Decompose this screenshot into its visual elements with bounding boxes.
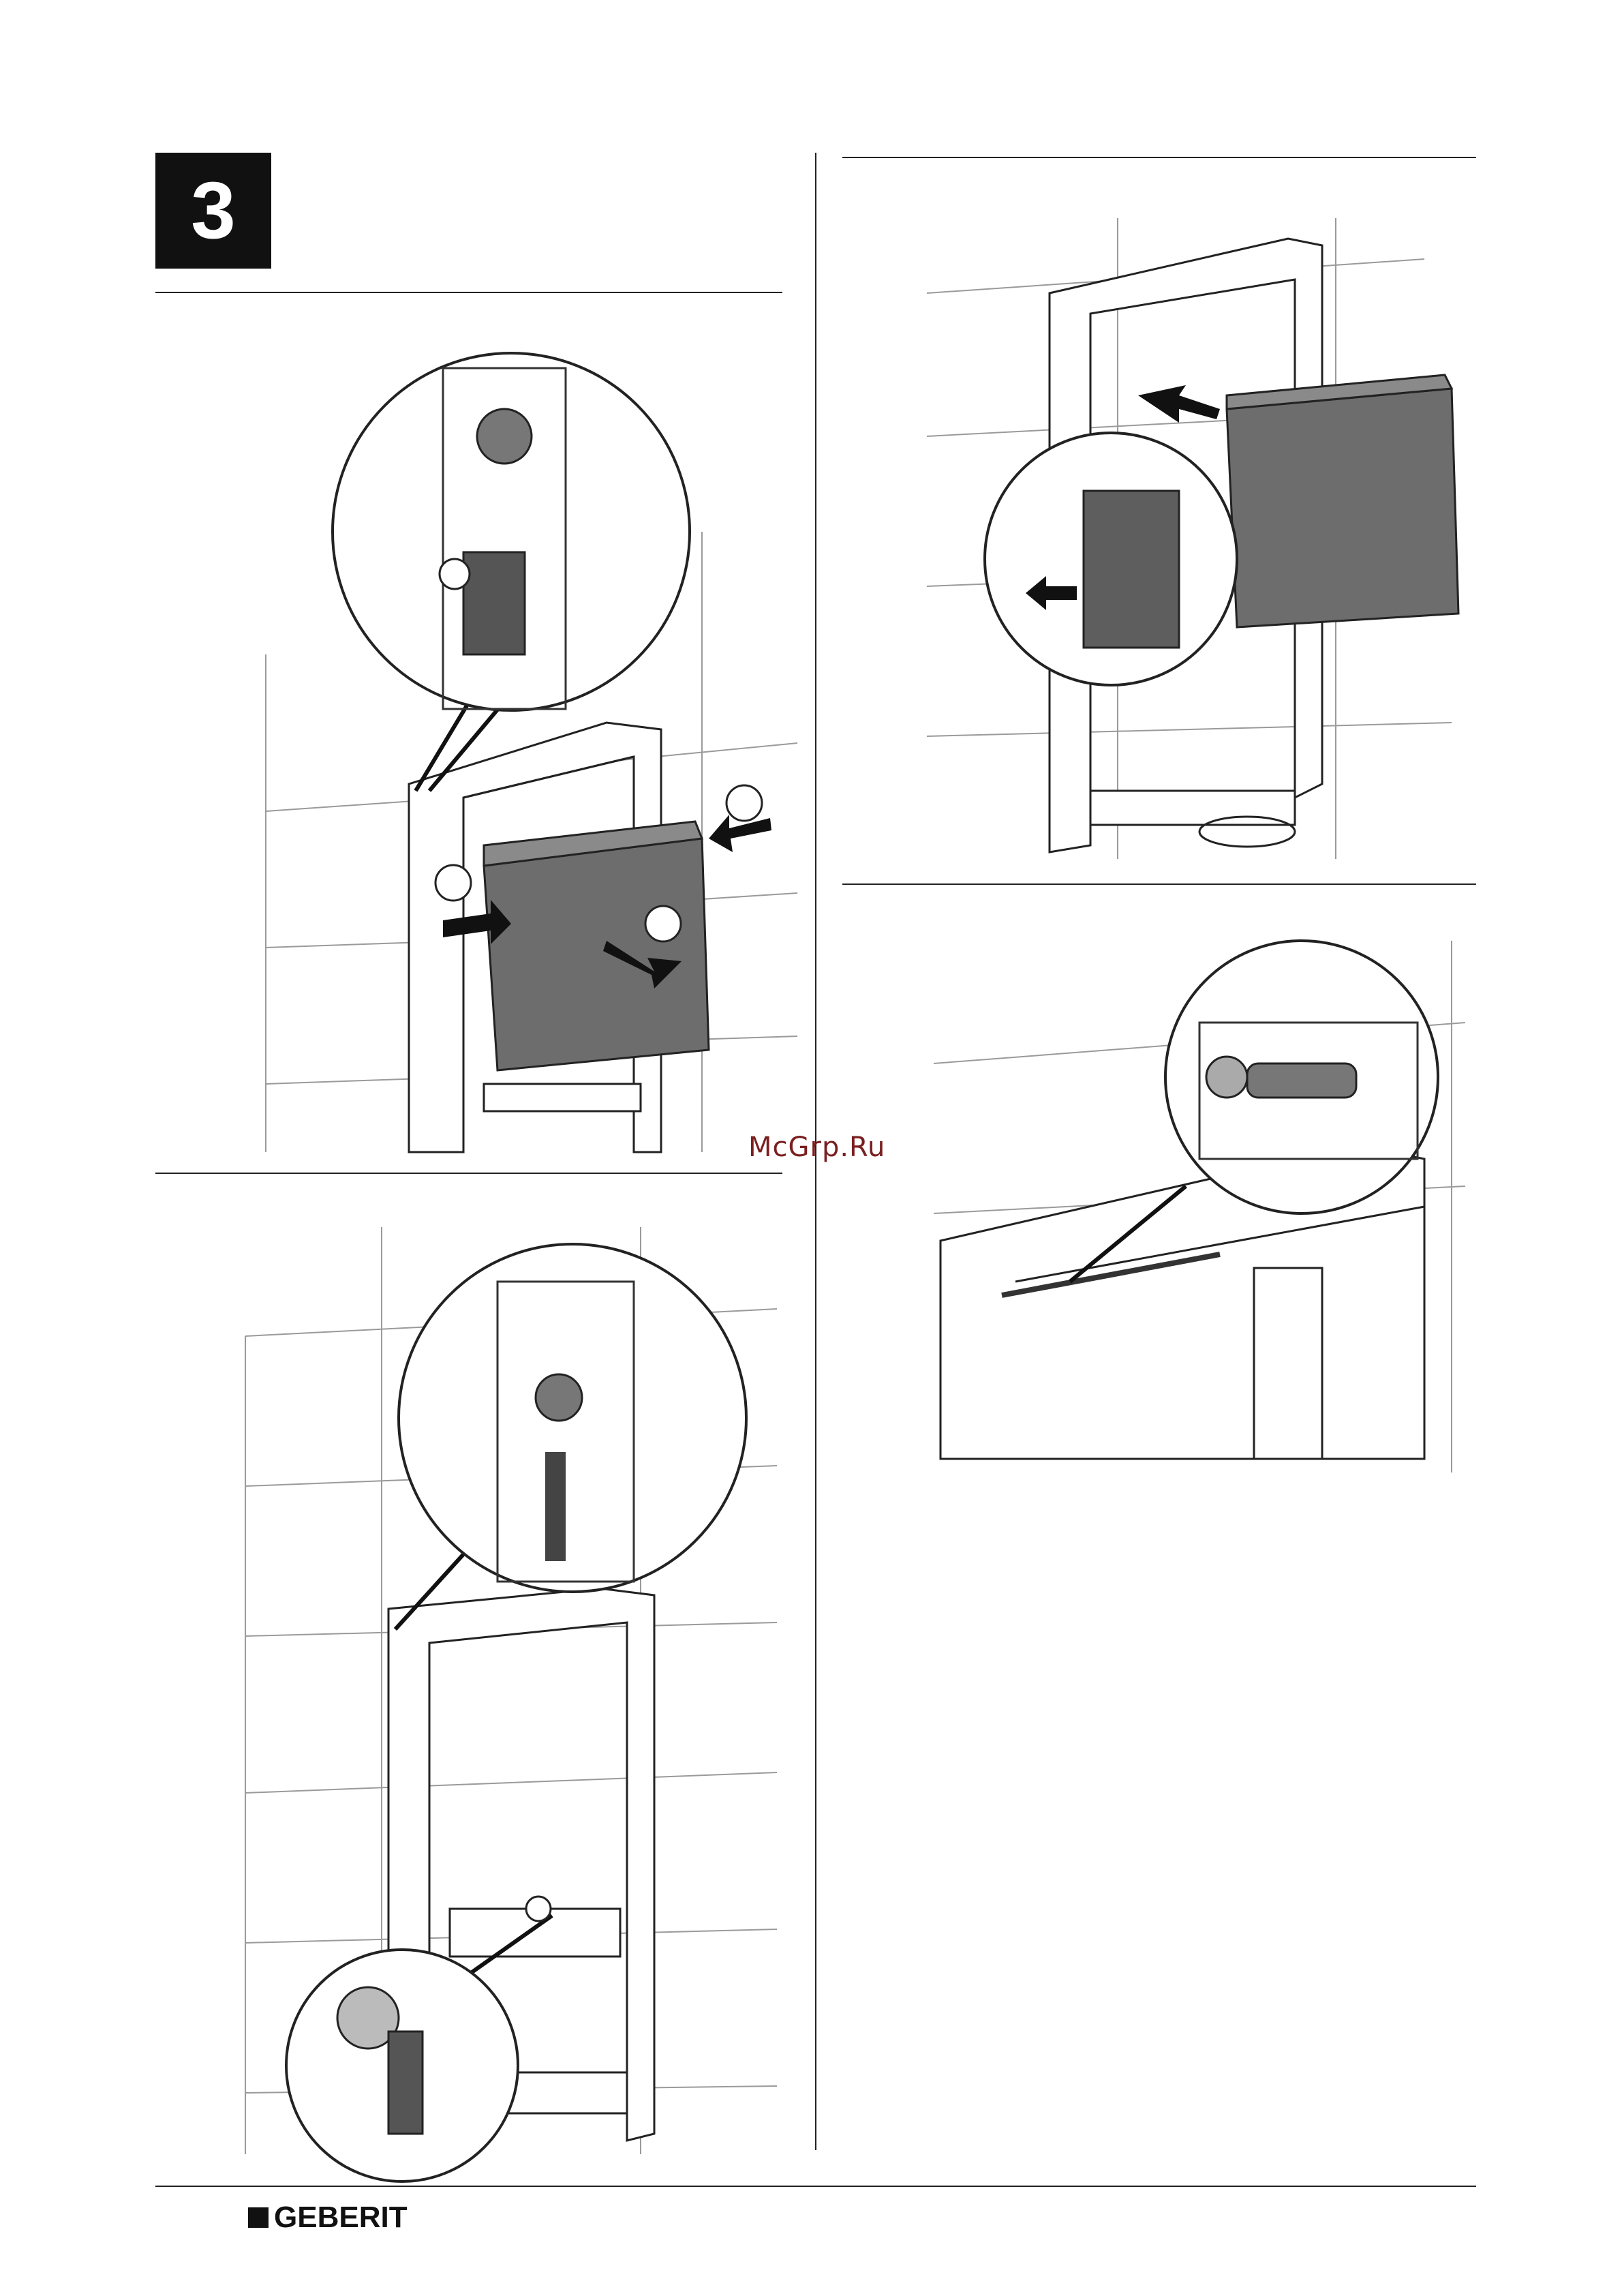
detail-magnifier-top [395,1244,746,1629]
cistern-box [484,821,709,1070]
figure-cistern-insertion [913,205,1458,886]
left-mid-rule [155,1173,782,1174]
figure-cistern-removal [259,320,804,1152]
detail-magnifier [333,353,690,791]
arrows [1138,385,1220,423]
brand-square-icon [248,2207,269,2228]
right-top-rule [842,157,1476,158]
brand-logo: GEBERIT [248,2201,408,2235]
footer-rule [155,2186,1476,2187]
figure-water-connection [245,1227,804,2154]
callout-2 [726,785,762,821]
insert-arrow [1138,385,1220,423]
callout-1 [435,865,471,901]
brand-name: GEBERIT [274,2201,408,2235]
detail-magnifier [985,433,1237,685]
callout-3 [645,906,681,941]
step-number: 3 [155,153,271,269]
figure-flush-connection [934,941,1479,1472]
watermark: McGrp.Ru [748,1132,885,1163]
cistern-box [1227,375,1458,627]
step-header-rule [155,292,782,293]
